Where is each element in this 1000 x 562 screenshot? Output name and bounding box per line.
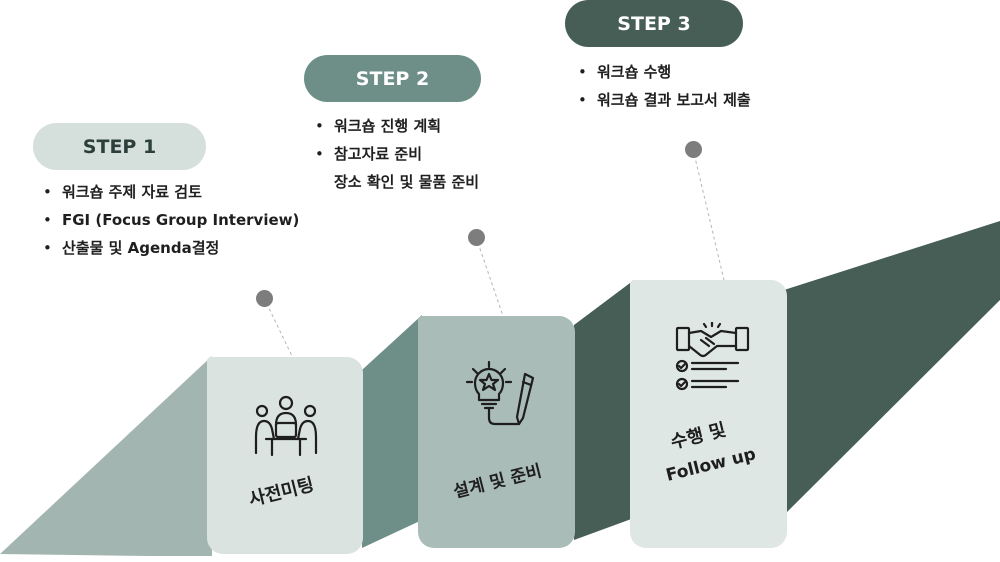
list-item: 워크숍 진행 계획	[313, 112, 479, 140]
step-1-pill: STEP 1	[33, 123, 206, 170]
band-segment-4	[784, 221, 1000, 515]
connector-dot-3	[685, 141, 702, 158]
step-2-pill: STEP 2	[304, 55, 481, 102]
idea-pen-icon	[465, 360, 535, 426]
meeting-icon	[254, 395, 318, 457]
step-3-pill: STEP 3	[565, 0, 743, 47]
list-item: 워크숍 수행	[576, 58, 751, 86]
connector-line-1	[263, 297, 293, 357]
step-2-bullets: 워크숍 진행 계획 참고자료 준비 장소 확인 및 물품 준비	[313, 112, 479, 196]
step-2-label: STEP 2	[355, 67, 430, 90]
list-item: FGI (Focus Group Interview)	[41, 206, 299, 234]
step-2-card	[418, 316, 575, 548]
step-3-bullets: 워크숍 수행 워크숍 결과 보고서 제출	[576, 58, 751, 114]
connector-line-3	[692, 148, 725, 281]
connector-line-2	[475, 236, 504, 317]
connector-dot-2	[468, 229, 485, 246]
step-3-label: STEP 3	[617, 12, 691, 35]
list-item: 참고자료 준비	[313, 140, 479, 168]
step-1-bullets: 워크숍 주제 자료 검토 FGI (Focus Group Interview)…	[41, 178, 299, 262]
list-item: 장소 확인 및 물품 준비	[334, 173, 480, 191]
step-1-card	[207, 357, 363, 554]
step-3-card	[630, 280, 787, 548]
list-item: 워크숍 결과 보고서 제출	[576, 86, 751, 114]
band-segment-1	[0, 356, 212, 556]
band-segment-3	[574, 280, 634, 540]
handshake-checklist-icon	[675, 322, 750, 391]
list-item: 산출물 및 Agenda결정	[41, 234, 299, 262]
band-segment-2	[362, 315, 422, 548]
list-item: 워크숍 주제 자료 검토	[41, 178, 299, 206]
connector-dot-1	[256, 290, 273, 307]
step-1-label: STEP 1	[82, 135, 157, 158]
